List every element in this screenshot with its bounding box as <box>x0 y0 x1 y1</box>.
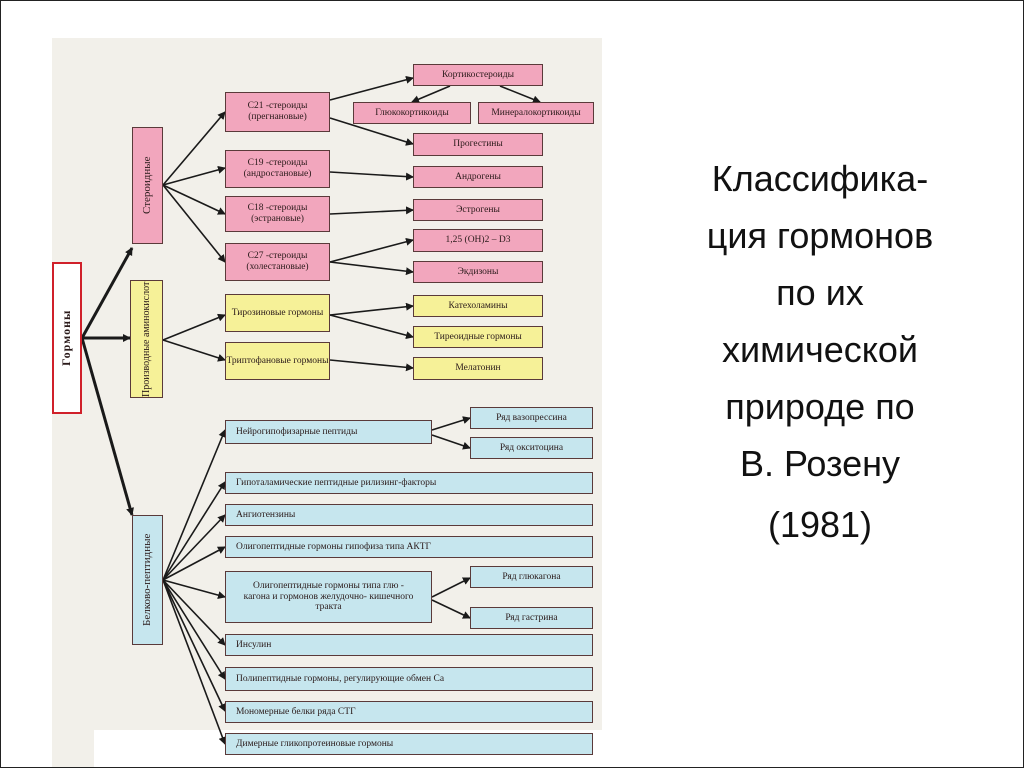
group-protein-peptide: Белково-пептидные <box>132 515 163 645</box>
product-thyroid-hormones: Тиреоидные гормоны <box>413 326 543 348</box>
product-gastrin-series: Ряд гастрина <box>470 607 593 629</box>
product-progestins: Прогестины <box>413 133 543 156</box>
root-hormones: Гормоны <box>52 262 82 414</box>
product-mineralocorticoids: Минералокортикоиды <box>478 102 594 124</box>
product-estrogens: Эстрогены <box>413 199 543 221</box>
title-line-5: природе по <box>725 386 915 427</box>
product-ecdysones: Экдизоны <box>413 261 543 283</box>
class-c21-steroids: C21 -стероиды (прегнановые) <box>225 92 330 132</box>
class-polypeptide-ca: Полипептидные гормоны, регулирующие обме… <box>225 667 593 691</box>
title-line-3: по их <box>776 272 864 313</box>
slide-title: Классифика- ция гормонов по их химическо… <box>640 150 1000 492</box>
class-angiotensins: Ангиотензины <box>225 504 593 526</box>
class-oligopeptide-glucagon-gi: Олигопептидные гормоны типа глю - кагона… <box>225 571 432 623</box>
class-c27-steroids: C27 -стероиды (холестановые) <box>225 243 330 281</box>
group-steroid: Стероидные <box>132 127 163 244</box>
title-line-2: ция гормонов <box>706 215 934 256</box>
class-insulin: Инсулин <box>225 634 593 656</box>
product-melatonin: Мелатонин <box>413 357 543 380</box>
class-oligopeptide-actg: Олигопептидные гормоны гипофиза типа АКТ… <box>225 536 593 558</box>
title-line-4: химической <box>721 329 919 370</box>
class-tyrosine-hormones: Тирозиновые гормоны <box>225 294 330 332</box>
product-corticosteroids: Кортикостероиды <box>413 64 543 86</box>
class-c18-steroids: C18 -стероиды (эстрановые) <box>225 196 330 232</box>
product-oxytocin-series: Ряд окситоцина <box>470 437 593 459</box>
class-neurohypophyseal-peptides: Нейрогипофизарные пептиды <box>225 420 432 444</box>
product-glucagon-series: Ряд глюкагона <box>470 566 593 588</box>
group-amino-derivatives: Производные аминокислот <box>130 280 163 398</box>
product-androgens: Андрогены <box>413 166 543 188</box>
product-catecholamines: Катехоламины <box>413 295 543 317</box>
class-hypothalamic-releasing-factors: Гипоталамические пептидные рилизинг-факт… <box>225 472 593 494</box>
title-line-1: Классифика- <box>711 158 929 199</box>
product-vitamin-d3: 1,25 (OH)2 – D3 <box>413 229 543 252</box>
class-dimer-glycoprotein-hormones: Димерные гликопротеиновые гормоны <box>225 733 593 755</box>
diagram-background-corner <box>52 730 94 768</box>
product-glucocorticoids: Глюкокортикоиды <box>353 102 471 124</box>
product-vasopressin-series: Ряд вазопрессина <box>470 407 593 429</box>
slide-year: (1981) <box>767 504 873 545</box>
class-monomer-stg-proteins: Мономерные белки ряда СТГ <box>225 701 593 723</box>
class-c19-steroids: C19 -стероиды (андростановые) <box>225 150 330 188</box>
class-tryptophan-hormones: Триптофановые гормоны <box>225 342 330 380</box>
title-line-6: В. Розену <box>739 443 901 484</box>
